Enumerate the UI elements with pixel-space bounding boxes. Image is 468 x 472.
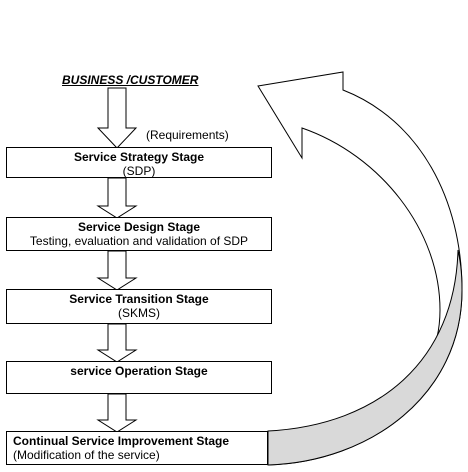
stage-title: Continual Service Improvement Stage — [13, 434, 230, 448]
stage-subtitle: (Modification of the service) — [13, 448, 160, 462]
stage-subtitle: (SDP) — [122, 164, 156, 178]
down-arrow-3 — [96, 250, 138, 291]
stage-subtitle: Testing, evaluation and validation of SD… — [29, 234, 249, 248]
stage-title: Service Strategy Stage — [73, 150, 205, 164]
stage-box-operation: service Operation Stage — [6, 361, 272, 394]
down-arrow-4 — [96, 323, 138, 363]
stage-box-design: Service Design Stage Testing, evaluation… — [6, 217, 272, 251]
down-arrow-2 — [96, 177, 138, 219]
stage-box-strategy: Service Strategy Stage (SDP) — [6, 147, 272, 178]
stage-subtitle: (SKMS) — [118, 306, 160, 320]
stage-box-improvement: Continual Service Improvement Stage (Mod… — [6, 431, 268, 465]
requirements-label: (Requirements) — [146, 128, 229, 142]
stage-title: Service Transition Stage — [69, 292, 209, 306]
stage-box-transition: Service Transition Stage (SKMS) — [6, 289, 272, 324]
stage-title: Service Design Stage — [77, 220, 201, 234]
business-customer-label: BUSINESS /CUSTOMER — [62, 73, 199, 87]
feedback-loop-shade — [267, 249, 463, 466]
down-arrow-5 — [96, 393, 138, 433]
stage-title: service Operation Stage — [70, 364, 208, 378]
down-arrow-1 — [96, 87, 138, 149]
feedback-loop-band — [257, 71, 463, 466]
